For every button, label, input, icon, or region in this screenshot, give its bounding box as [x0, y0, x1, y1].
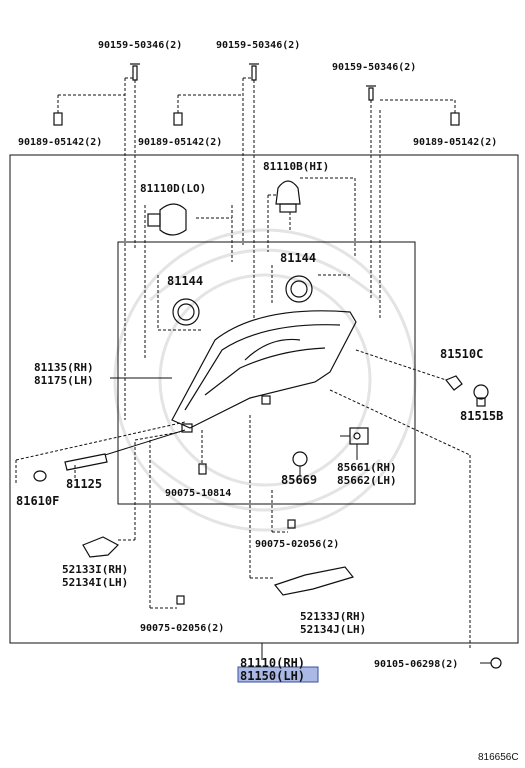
cap-81510C [355, 349, 463, 391]
clip-90189-c [380, 99, 460, 126]
leader-90105 [329, 389, 471, 456]
label-90075-02056-a: 90075-02056(2) [255, 539, 339, 550]
label-81150: 81150(LH) [240, 669, 305, 683]
highlight-81150 [237, 666, 319, 683]
screw-90159-c [366, 85, 381, 320]
label-81110B: 81110B(HI) [263, 160, 329, 173]
label-52134J: 52134J(LH) [300, 623, 366, 636]
clip-81515B [473, 384, 489, 407]
screw-90159-b [242, 63, 259, 320]
label-81125: 81125 [66, 477, 102, 491]
screw-90159-a [124, 63, 140, 420]
outer-assembly-frame [9, 154, 519, 644]
label-81515B: 81515B [460, 409, 503, 423]
socket-81610F [15, 421, 186, 485]
ring-85669 [292, 451, 308, 476]
bulb-lo-81110D [144, 203, 233, 360]
screw-90075-02056-b [149, 440, 185, 609]
label-81175: 81175(LH) [34, 374, 94, 387]
label-90159-a: 90159-50346(2) [98, 40, 182, 51]
headlamp-housing-81135 [110, 310, 357, 433]
screw-90075-10814 [198, 430, 207, 475]
diagram-code: 816656C [478, 752, 519, 763]
screw-90075-02056-a [271, 490, 296, 533]
clip-90189-b [173, 94, 243, 126]
label-90189-b: 90189-05142(2) [138, 137, 222, 148]
label-52134I: 52134I(LH) [62, 576, 128, 589]
label-90189-a: 90189-05142(2) [18, 137, 102, 148]
label-52133J: 52133J(RH) [300, 610, 366, 623]
bracket-52133I [82, 431, 181, 558]
label-81110D: 81110D(LO) [140, 182, 206, 195]
bolt-90105 [480, 657, 502, 669]
inner-unit-frame [117, 241, 416, 505]
label-90075-10814: 90075-10814 [165, 488, 231, 499]
label-81510C: 81510C [440, 347, 483, 361]
label-81144-a: 81144 [167, 274, 203, 288]
label-90159-b: 90159-50346(2) [216, 40, 300, 51]
bulb-hi-81110B [267, 177, 356, 258]
actuator-85661 [340, 427, 369, 460]
label-81144-b: 81144 [280, 251, 316, 265]
label-81135: 81135(RH) [34, 361, 94, 374]
label-85662: 85662(LH) [337, 474, 397, 487]
bracket-52133J [249, 415, 355, 596]
cover-81144-b [271, 265, 350, 305]
label-90075-02056-b: 90075-02056(2) [140, 623, 224, 634]
label-81110: 81110(RH) [240, 656, 305, 670]
clip-90189-a [53, 94, 125, 126]
label-52133I: 52133I(RH) [62, 563, 128, 576]
label-85669: 85669 [281, 473, 317, 487]
label-90189-c: 90189-05142(2) [413, 137, 497, 148]
label-90105: 90105-06298(2) [374, 659, 458, 670]
bulb-81125 [64, 429, 186, 480]
label-85661: 85661(RH) [337, 461, 397, 474]
label-90159-c: 90159-50346(2) [332, 62, 416, 73]
label-81610F: 81610F [16, 494, 59, 508]
cover-81144-a [157, 275, 202, 331]
